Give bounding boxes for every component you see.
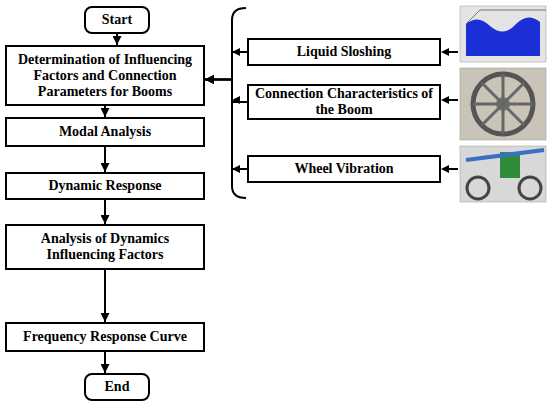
process-box: Analysis of Dynamics Influencing Factors [5, 224, 205, 270]
terminal-box: Start [84, 6, 150, 34]
factor-box: Liquid Sloshing [247, 38, 441, 66]
wheel-image [460, 68, 546, 140]
node-label: Connection Characteristics of the Boom [249, 86, 439, 118]
flow-arrow [116, 34, 118, 45]
factor-box: Connection Characteristics of the Boom [247, 84, 441, 120]
node-label: End [101, 379, 134, 395]
node-label: Analysis of Dynamics Influencing Factors [7, 231, 203, 263]
factor-box: Wheel Vibration [247, 155, 441, 183]
image-arrow [441, 48, 458, 173]
bracket [232, 8, 246, 198]
process-box: Frequency Response Curve [5, 322, 205, 352]
node-label: Frequency Response Curve [19, 329, 191, 345]
flow-arrow [205, 80, 247, 170]
sloshing-image [460, 6, 546, 62]
arrow-head [232, 48, 240, 56]
flow-arrow [205, 80, 247, 103]
node-label: Modal Analysis [55, 124, 155, 140]
node-label: Liquid Sloshing [293, 44, 396, 60]
node-label: Dynamic Response [44, 178, 165, 194]
flow-arrow [104, 270, 106, 322]
flow-arrow [104, 106, 106, 117]
process-box: Modal Analysis [5, 117, 205, 147]
flow-arrow [104, 352, 106, 373]
terminal-box: End [84, 373, 150, 401]
arrow-head [232, 96, 240, 104]
node-label: Determination of Influencing Factors and… [7, 52, 203, 100]
flow-arrow [104, 200, 106, 224]
process-box: Dynamic Response [5, 172, 205, 200]
process-box: Determination of Influencing Factors and… [5, 45, 205, 106]
arrow-head [232, 165, 240, 173]
vehicle-image [460, 146, 546, 202]
flow-arrow [104, 147, 106, 172]
node-label: Wheel Vibration [290, 161, 397, 177]
node-label: Start [98, 12, 136, 28]
flow-arrow [205, 52, 247, 80]
